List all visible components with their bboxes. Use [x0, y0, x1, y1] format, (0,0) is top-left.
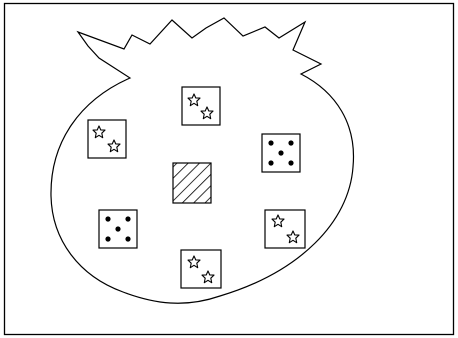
tile-lower-right	[265, 210, 305, 248]
dot	[125, 216, 130, 221]
dot	[105, 236, 110, 241]
tile-center	[173, 163, 211, 203]
dot	[268, 160, 273, 165]
tile-upper-right	[262, 134, 300, 172]
tile-lower-left	[99, 210, 137, 248]
tile-top	[182, 87, 220, 125]
tile-bottom	[181, 250, 221, 288]
dot	[288, 140, 293, 145]
dot	[105, 216, 110, 221]
dot	[278, 150, 283, 155]
dot	[288, 160, 293, 165]
dot	[268, 140, 273, 145]
tile-upper-left	[88, 120, 126, 158]
dot	[115, 226, 120, 231]
dot	[125, 236, 130, 241]
hatched-square-icon	[173, 163, 211, 203]
